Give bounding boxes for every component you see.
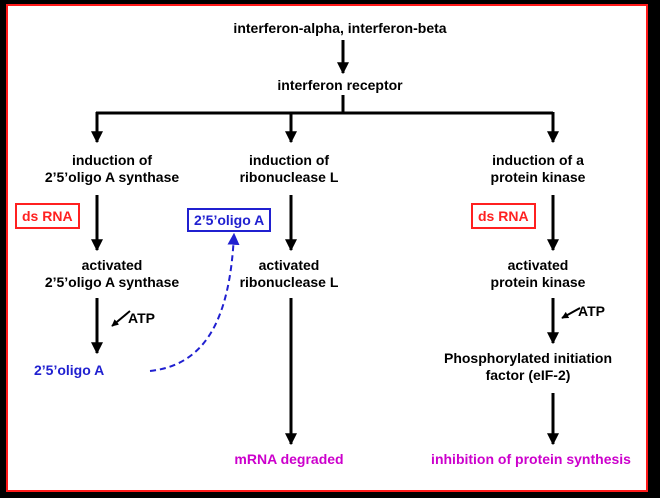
atp-left-arrow bbox=[111, 310, 131, 327]
synthase-induction-label: induction of 2’5’oligo A synthase bbox=[45, 152, 179, 186]
kinase-induction-line2: protein kinase bbox=[490, 169, 586, 185]
oligo-feedback-arrow bbox=[149, 232, 240, 372]
kinase-induction-line1: induction of a bbox=[492, 152, 584, 168]
eif2-line1: Phosphorylated initiation bbox=[443, 350, 613, 366]
diagram-frame bbox=[6, 4, 648, 492]
eif2-line2: factor (eIF-2) bbox=[485, 367, 571, 383]
rnase-induction-label: induction of ribonuclease L bbox=[240, 152, 339, 186]
dsrna-box-left: ds RNA bbox=[15, 203, 80, 229]
oligo-product-label: 2’5’oligo A bbox=[34, 362, 105, 378]
kinase-activated-line1: activated bbox=[507, 257, 569, 273]
kinase-activated-label: activated protein kinase bbox=[491, 257, 586, 291]
rnase-induction-line1: induction of bbox=[248, 152, 330, 168]
synthase-induction-line1: induction of bbox=[71, 152, 153, 168]
eif2-label: Phosphorylated initiation factor (eIF-2) bbox=[444, 350, 612, 384]
receptor-label: interferon receptor bbox=[277, 77, 403, 93]
atp-left-label: ATP bbox=[128, 310, 155, 326]
protein-inhibition-label: inhibition of protein synthesis bbox=[431, 451, 631, 467]
dsrna-box-right: ds RNA bbox=[471, 203, 536, 229]
rnase-induction-line2: ribonuclease L bbox=[239, 169, 339, 185]
rnase-activated-line1: activated bbox=[258, 257, 320, 273]
atp-right-arrow bbox=[561, 307, 581, 319]
synthase-activated-line1: activated bbox=[81, 257, 143, 273]
atp-right-label: ATP bbox=[578, 303, 605, 319]
kinase-induction-label: induction of a protein kinase bbox=[491, 152, 586, 186]
rnase-activated-line2: ribonuclease L bbox=[239, 274, 339, 290]
kinase-activated-line2: protein kinase bbox=[490, 274, 586, 290]
mrna-degraded-label: mRNA degraded bbox=[234, 451, 344, 467]
synthase-activated-line2: 2’5’oligo A synthase bbox=[44, 274, 180, 290]
interferon-label: interferon-alpha, interferon-beta bbox=[233, 20, 447, 36]
synthase-activated-label: activated 2’5’oligo A synthase bbox=[45, 257, 179, 291]
synthase-induction-line2: 2’5’oligo A synthase bbox=[44, 169, 180, 185]
rnase-activated-label: activated ribonuclease L bbox=[240, 257, 339, 291]
oligo-box: 2’5’oligo A bbox=[187, 208, 272, 232]
